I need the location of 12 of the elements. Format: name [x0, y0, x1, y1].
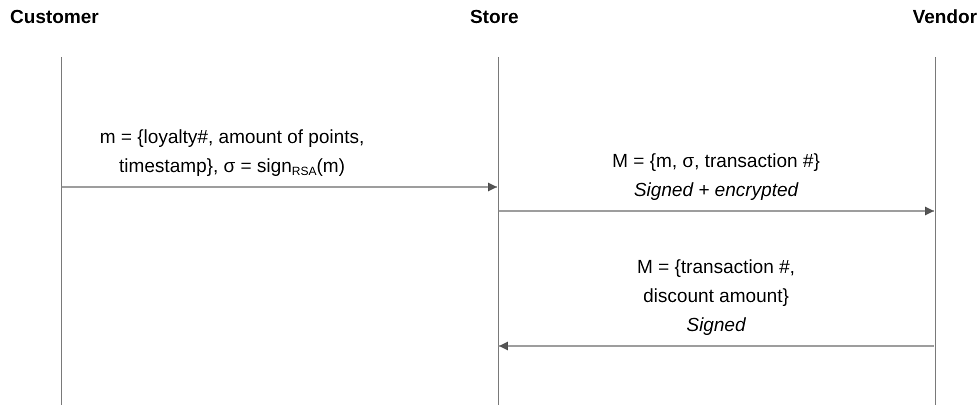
participant-label: Vendor: [912, 6, 977, 30]
participant-label: Store: [470, 6, 519, 30]
edge-label: M = {transaction #, discount amount} Signed: [636, 256, 796, 338]
message-arrow: [499, 342, 934, 350]
message-arrow: [499, 206, 934, 216]
lifeline: [61, 57, 62, 405]
edge-label: m = {loyalty#, amount of points, timestamp}, σ = sign$_{RSA}$(m): [98, 126, 366, 180]
lifeline: [935, 57, 936, 405]
edge-label: M = {m, σ, transaction #} Signed + encrypted: [611, 150, 821, 203]
participant-label: Customer: [10, 6, 99, 30]
message-arrow: [62, 182, 497, 192]
lifeline: [498, 57, 499, 405]
